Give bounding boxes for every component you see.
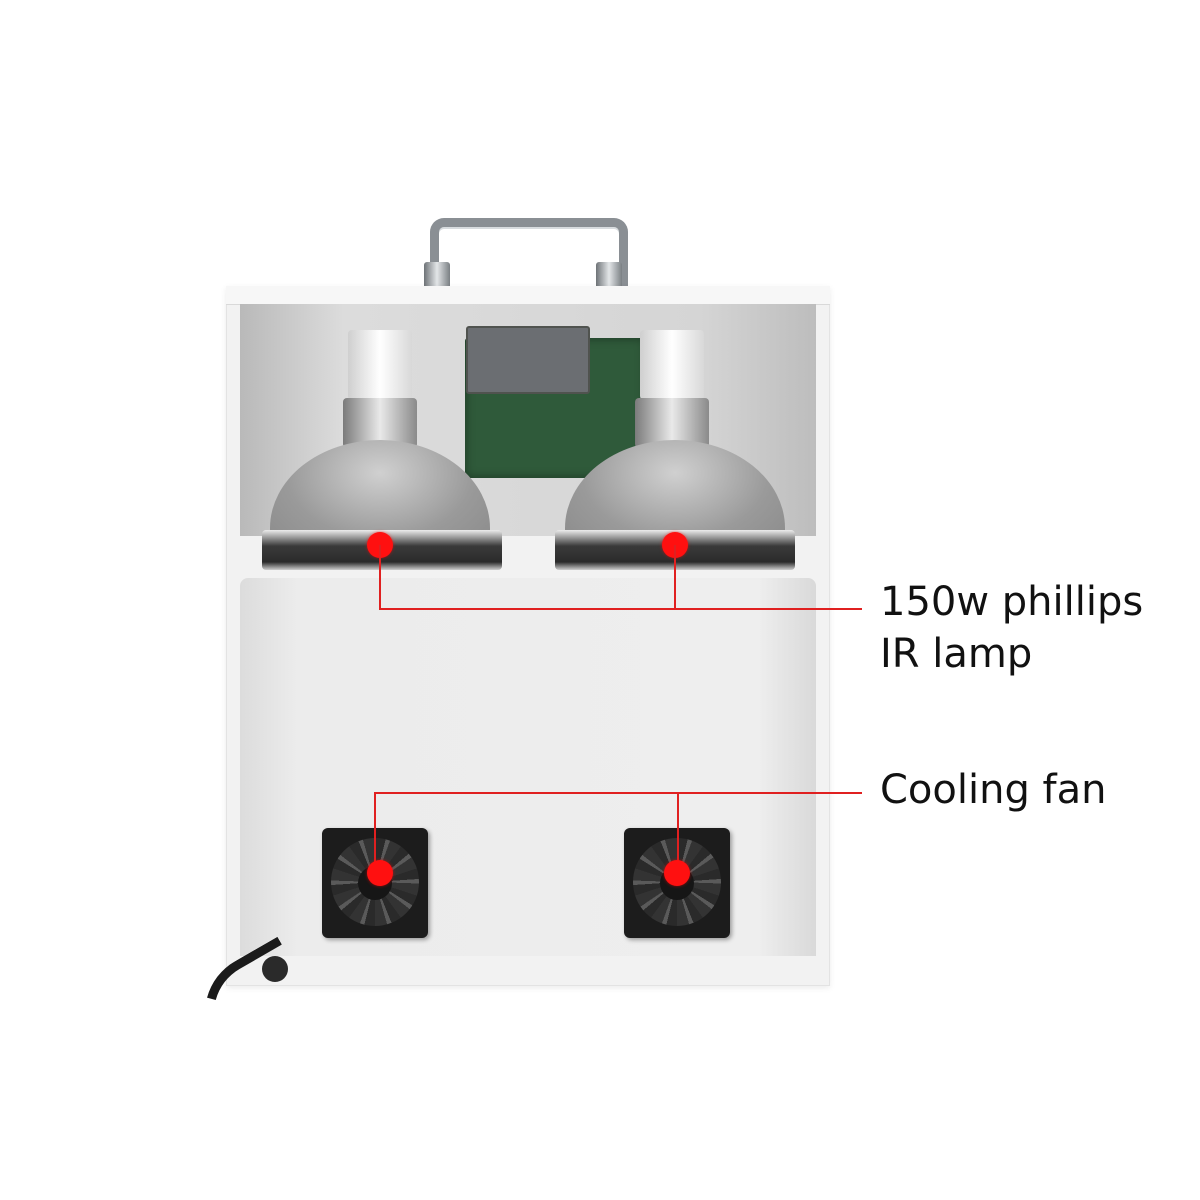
cabinet-top-rim	[226, 286, 830, 305]
callout-line	[674, 545, 676, 609]
callout-label-lamp-line2: IR lamp	[880, 631, 1033, 677]
callout-line	[379, 608, 862, 610]
callout-line	[379, 545, 381, 609]
carry-handle	[430, 218, 628, 288]
callout-label-fan: Cooling fan	[880, 767, 1107, 813]
callout-dot-fan-right	[664, 860, 690, 886]
circuit-board-cover	[466, 326, 590, 394]
callout-dot-fan-left	[367, 860, 393, 886]
callout-line	[677, 792, 679, 872]
cable-grommet	[262, 956, 288, 982]
callout-line	[374, 792, 376, 872]
lamp-neck-right	[635, 398, 709, 448]
lamp-socket-right	[640, 330, 704, 400]
callout-line	[374, 792, 862, 794]
lamp-socket-left	[348, 330, 412, 400]
callout-label-lamp-line1: 150w phillips	[880, 579, 1144, 625]
lamp-neck-left	[343, 398, 417, 448]
